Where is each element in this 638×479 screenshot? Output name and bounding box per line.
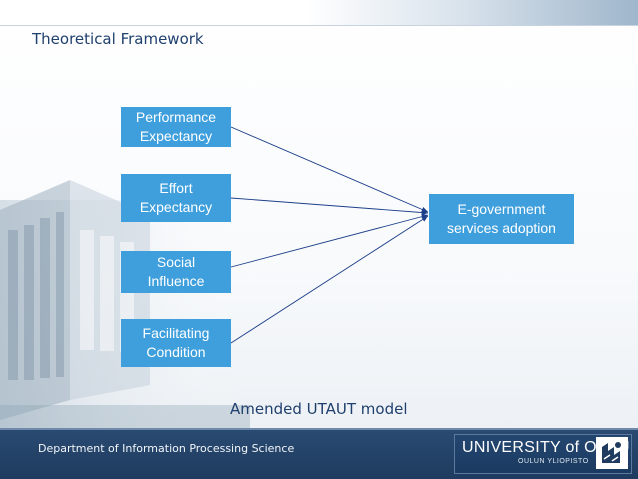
arrow-effort-to-adoption [230, 197, 429, 216]
effort-expectancy-box: Effort Expectancy [121, 174, 231, 222]
department-label: Department of Information Processing Sci… [38, 442, 295, 455]
facilitating-condition-box: Facilitating Condition [121, 319, 231, 367]
university-emblem-icon [596, 437, 628, 469]
arrow-social-to-adoption [230, 213, 429, 268]
header-band [0, 0, 638, 26]
e-government-adoption-box: E-government services adoption [429, 194, 574, 244]
logo-subname: OULUN YLIOPISTO [518, 458, 589, 465]
arrow-facilitating-to-adoption [230, 215, 429, 344]
slide-title: Theoretical Framework [32, 30, 204, 48]
footer-bar: Department of Information Processing Sci… [0, 428, 638, 479]
social-influence-box: Social Influence [121, 251, 231, 293]
logo-name: UNIVERSITY of OULU [462, 439, 630, 456]
arrow-performance-to-adoption [230, 126, 429, 213]
university-logo: UNIVERSITY of OULU OULUN YLIOPISTO [454, 434, 632, 474]
performance-expectancy-box: Performance Expectancy [121, 107, 231, 147]
diagram-caption: Amended UTAUT model [230, 400, 408, 418]
